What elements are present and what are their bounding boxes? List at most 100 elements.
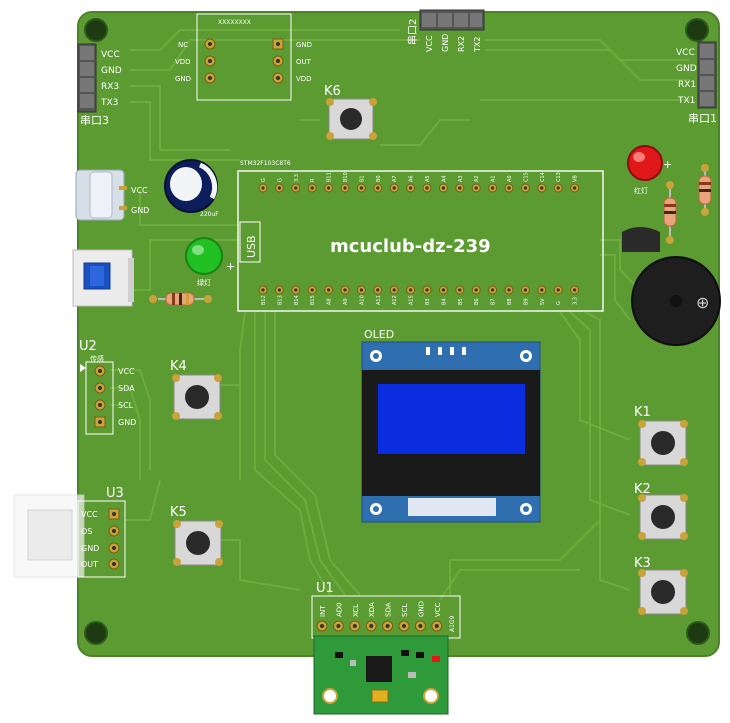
mcu-bottom-pin-label: 5V	[540, 298, 546, 305]
uart2-pin-tx: TX2	[473, 37, 482, 53]
u2-pin-scl: SCL	[118, 401, 134, 410]
uart1-pin-rx: RX1	[678, 80, 696, 90]
top-module-pin-gnd2: GND	[296, 41, 312, 49]
resistor-r3	[698, 164, 712, 216]
mcu-bottom-pin-label: B5	[458, 298, 464, 305]
uart3-pin-vcc: VCC	[101, 50, 120, 60]
u1-pin-label: XCL	[352, 604, 360, 617]
mcu-bottom-pin-label: B15	[310, 295, 316, 305]
uart1-pin-gnd: GND	[676, 64, 697, 74]
top-module-pin-out: OUT	[296, 58, 312, 66]
mcu-top-pin-label: A7	[392, 175, 398, 182]
u3-pin-os: OS	[81, 527, 92, 536]
mcu-bottom-pin-label: B6	[474, 298, 480, 305]
usb-pin-gnd: GND	[131, 206, 149, 215]
u2-pin-vcc: VCC	[118, 367, 135, 376]
u2-pin-sda: SDA	[118, 384, 135, 393]
mcu-bottom-pin-label: A8	[327, 298, 333, 305]
uart1-header: VCC GND RX1 TX1 串口1	[676, 41, 717, 125]
mcu-bottom-pin-label: 3.3	[573, 297, 579, 305]
mcu-top-pin-label: A3	[458, 175, 464, 182]
u1-name: U1	[316, 581, 334, 596]
oled-label: OLED	[364, 328, 394, 341]
uart2-pin-rx: RX2	[457, 36, 466, 52]
mcu-usb-label: USB	[245, 235, 258, 258]
u1-side-label: A1G9	[449, 615, 456, 632]
mounting-hole-tr	[685, 18, 709, 42]
mcu-top-pin-label: C15	[523, 172, 529, 182]
button-k1[interactable]: K1	[634, 405, 688, 466]
uart3-pin-rx: RX3	[101, 82, 119, 92]
top-module-pin-vdd: VDD	[175, 58, 191, 66]
u3-pin-out: OUT	[81, 560, 98, 569]
mounting-hole-br	[686, 621, 710, 645]
led-red-plus: +	[663, 158, 672, 171]
led-red-label: 红灯	[634, 186, 648, 195]
u3-pin-gnd: GND	[81, 544, 99, 553]
mcu-top-pin-label: C13	[556, 172, 562, 182]
top-module-pin-nc: NC	[178, 41, 188, 49]
resistor-r2	[663, 181, 677, 244]
u1-pin-label: SCL	[401, 604, 409, 617]
mcu-bottom-pin-label: B8	[507, 298, 513, 305]
mcu-bottom-pin-label: A12	[392, 295, 398, 305]
mcu-top-pin-label: B1	[359, 175, 365, 182]
mcu-top-pin-label: A1	[491, 175, 497, 182]
mcu-bottom-pin-label: B13	[277, 295, 283, 305]
mcu-top-pin-label: 3.3	[294, 174, 300, 182]
u2-sub: 传感	[90, 354, 104, 363]
mcu-top-pin-label: R	[310, 178, 316, 182]
resistor-r1	[149, 292, 212, 306]
led-green: + 绿灯	[185, 237, 235, 287]
u1-pin-label: VCC	[434, 602, 442, 617]
u1-pin-label: GND	[417, 601, 425, 617]
mcu-top-pin-label: G	[261, 178, 267, 182]
u2-name: U2	[79, 339, 97, 354]
button-k5-label: K5	[170, 505, 187, 520]
mcu-bottom-pin-label: A15	[409, 295, 415, 305]
mounting-holes	[84, 18, 710, 645]
usb-c-connector: VCC GND	[75, 169, 149, 221]
mcu-bottom-pin-label: A9	[343, 298, 349, 305]
button-k1-label: K1	[634, 405, 651, 420]
mcu-bottom-pin-label: B12	[261, 295, 267, 305]
button-k4[interactable]: K4	[170, 359, 222, 420]
mcu-top-pin-label: B11	[327, 172, 333, 182]
mcu-top-pin-label: VB	[573, 175, 579, 182]
mcu-top-label: STM32F103C8T6	[240, 160, 291, 167]
button-k2[interactable]: K2	[634, 482, 688, 540]
top-sensor-module: XXXXXXXX NC VDD GND GND OUT VDD	[175, 13, 312, 101]
mcu-top-pin-label: B0	[376, 175, 382, 182]
uart1-pin-vcc: VCC	[676, 48, 695, 58]
button-k5[interactable]: K5	[170, 505, 223, 566]
mcu-top-pin-label: A2	[474, 175, 480, 182]
power-switch[interactable]	[72, 249, 134, 307]
u1-pin-label: INT	[319, 605, 327, 617]
u2-module: U2 传感 VCC SDA SCL GND	[79, 339, 136, 435]
button-k4-label: K4	[170, 359, 187, 374]
button-k3[interactable]: K3	[634, 556, 688, 615]
button-k3-label: K3	[634, 556, 651, 571]
mcu-bottom-pin-label: B7	[491, 298, 497, 305]
button-k2-label: K2	[634, 482, 651, 497]
mcu-top-pin-label: A6	[409, 175, 415, 182]
mcu-bottom-pin-label: B14	[294, 295, 300, 305]
mcu-bottom-pin-label: A10	[359, 295, 365, 305]
top-module-pin-gnd: GND	[175, 75, 191, 83]
board-title: mcuclub-dz-239	[330, 236, 491, 257]
mcu-top-pin-label: A0	[507, 175, 513, 182]
u2-pin-gnd: GND	[118, 418, 136, 427]
mounting-hole-tl	[84, 18, 108, 42]
uart2-header: VCC GND RX2 TX2 串口2	[407, 9, 485, 53]
button-k6[interactable]: K6	[324, 84, 377, 140]
u3-pin-vcc: VCC	[81, 510, 98, 519]
button-k6-label: K6	[324, 84, 341, 99]
u3-module: U3 VCC OS GND OUT	[13, 486, 126, 578]
top-module-pin-vdd2: VDD	[296, 75, 312, 83]
u1-pin-label: XDA	[368, 602, 376, 617]
electrolytic-capacitor: 220uF	[164, 159, 219, 218]
